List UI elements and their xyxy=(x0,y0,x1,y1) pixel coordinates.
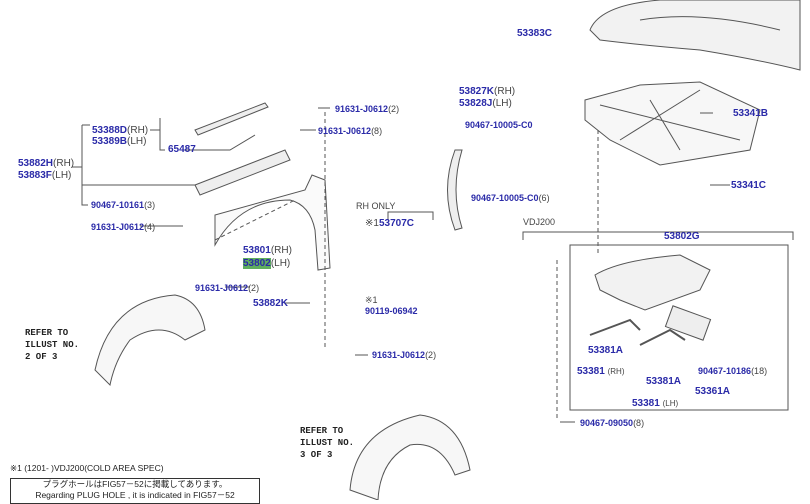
refer-line: ILLUST NO. xyxy=(25,340,80,350)
part-91631-J0612-qty4[interactable]: 91631-J0612 xyxy=(91,222,145,232)
fender-liner-rear xyxy=(349,414,471,500)
part-53381A[interactable]: 53381A xyxy=(646,376,682,387)
note-english: Regarding PLUG HOLE , it is indicated in… xyxy=(35,490,235,500)
lh-suffix: (LH) xyxy=(127,136,147,147)
under-cover xyxy=(594,254,711,311)
part-53827K[interactable]: 53827K xyxy=(459,86,495,97)
hood xyxy=(589,0,801,71)
rh-suffix: (RH) xyxy=(127,125,149,136)
qty: (2) xyxy=(425,350,437,360)
rh-suffix: (RH) xyxy=(53,158,75,169)
qty: (2) xyxy=(388,104,400,114)
refer-line: 2 OF 3 xyxy=(25,352,58,362)
part-90467-10161[interactable]: 90467-10161 xyxy=(91,200,145,210)
rh-suffix: (RH) xyxy=(494,86,516,97)
lh-suffix: (LH) xyxy=(270,258,291,269)
part-53389B[interactable]: 53389B xyxy=(92,136,128,147)
refer-line: REFER TO xyxy=(300,426,344,436)
fender xyxy=(214,174,331,271)
refer-illust-3[interactable]: REFER TO ILLUST NO. 3 OF 3 xyxy=(300,425,354,461)
part-90467-10005-C0-qty6[interactable]: 90467-10005-C0 xyxy=(471,193,539,203)
rh-only-label: RH ONLY xyxy=(356,201,396,211)
qty: (18) xyxy=(751,366,768,376)
part-53361A[interactable]: 53361A xyxy=(695,386,731,397)
note-japanese: プラグホールはFIG57－52に掲載してあります。 xyxy=(42,479,228,489)
side-bracket xyxy=(447,149,463,231)
note-mark: ※1 xyxy=(365,295,378,305)
part-90467-09050[interactable]: 90467-09050 xyxy=(580,418,634,428)
part-53381-lh[interactable]: 53381 xyxy=(632,398,660,409)
qty: (3) xyxy=(144,200,156,210)
part-53341C[interactable]: 53341C xyxy=(731,180,767,191)
lh-suffix: (LH) xyxy=(51,170,72,181)
vdj200-label: VDJ200 xyxy=(523,217,556,227)
part-53828J[interactable]: 53828J xyxy=(459,98,493,109)
rh-suffix: (RH) xyxy=(270,245,292,256)
part-53802-highlighted[interactable]: 53802 xyxy=(243,258,271,269)
part-53801[interactable]: 53801 xyxy=(243,245,271,256)
qty: (8) xyxy=(633,418,645,428)
rh-suffix: (RH) xyxy=(607,367,625,376)
refer-line: ILLUST NO. xyxy=(300,438,355,448)
part-65487[interactable]: 65487 xyxy=(168,144,196,155)
lh-suffix: (LH) xyxy=(492,98,512,109)
part-53707C[interactable]: 53707C xyxy=(378,218,414,229)
part-91631-J0612-qty8[interactable]: 91631-J0612 xyxy=(318,126,372,136)
seal-strip xyxy=(194,102,269,136)
part-53802G[interactable]: 53802G xyxy=(664,231,700,242)
refer-line: REFER TO xyxy=(25,328,69,338)
qty: (2) xyxy=(248,283,260,293)
part-91631-J0612-qty2[interactable]: 91631-J0612 xyxy=(372,350,426,360)
lh-suffix: (LH) xyxy=(662,399,679,408)
part-53882K[interactable]: 53882K xyxy=(253,298,289,309)
plug-hole-note: プラグホールはFIG57－52に掲載してあります。 Regarding PLUG… xyxy=(10,478,260,504)
part-91631-J0612-qty2[interactable]: 91631-J0612 xyxy=(195,283,249,293)
part-53388D[interactable]: 53388D xyxy=(92,125,128,136)
note-mark: ※1 xyxy=(365,218,379,229)
fender-seal xyxy=(194,149,291,196)
qty: (6) xyxy=(538,193,550,203)
fender-liner-front xyxy=(94,294,206,387)
part-90119-06942[interactable]: 90119-06942 xyxy=(365,306,418,316)
part-91631-J0612-qty2[interactable]: 91631-J0612 xyxy=(335,104,389,114)
part-90467-10186[interactable]: 90467-10186 xyxy=(698,366,752,376)
refer-line: 3 OF 3 xyxy=(300,450,333,460)
part-53381A[interactable]: 53381A xyxy=(588,345,624,356)
part-53883F[interactable]: 53883F xyxy=(18,170,52,181)
part-90467-10005-C0[interactable]: 90467-10005-C0 xyxy=(465,120,533,130)
part-53341B[interactable]: 53341B xyxy=(733,108,769,119)
footnote: ※1 (1201- )VDJ200(COLD AREA SPEC) xyxy=(10,463,164,473)
part-53383C[interactable]: 53383C xyxy=(517,28,553,39)
qty: (8) xyxy=(371,126,383,136)
refer-illust-2[interactable]: REFER TO ILLUST NO. 2 OF 3 xyxy=(25,327,79,363)
part-53381-rh[interactable]: 53381 xyxy=(577,366,605,377)
part-53882H[interactable]: 53882H xyxy=(18,158,54,169)
qty: (4) xyxy=(144,222,156,232)
